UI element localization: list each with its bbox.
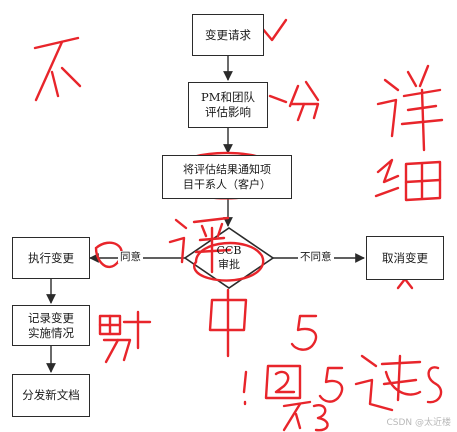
ccb-decision-label: CCB 审批 bbox=[205, 244, 253, 272]
node-change-request: 变更请求 bbox=[192, 14, 264, 56]
edge-label-disagree: 不同意 bbox=[298, 251, 334, 263]
node-distribute-docs: 分发新文档 bbox=[12, 374, 90, 417]
node-pm-assess: PM和团队 评估影响 bbox=[188, 82, 268, 128]
ccb-label-line2: 审批 bbox=[218, 258, 240, 271]
node-notify-stakeholders: 将评估结果通知项 目干系人（客户） bbox=[162, 155, 292, 199]
node-record-change: 记录变更 实施情况 bbox=[12, 305, 90, 346]
node-record-line2: 实施情况 bbox=[28, 325, 74, 340]
node-change-request-label: 变更请求 bbox=[205, 27, 251, 42]
node-notify-line1: 将评估结果通知项 bbox=[183, 163, 271, 176]
handwritten-annotations bbox=[33, 18, 444, 432]
node-cancel-change: 取消变更 bbox=[366, 236, 444, 280]
node-execute-change-label: 执行变更 bbox=[28, 250, 74, 265]
watermark: CSDN @太近楼 bbox=[386, 418, 451, 428]
edge-label-agree: 同意 bbox=[118, 251, 143, 263]
node-cancel-change-label: 取消变更 bbox=[382, 250, 428, 265]
node-record-line1: 记录变更 bbox=[28, 310, 74, 325]
ccb-label-line1: CCB bbox=[216, 244, 242, 257]
node-notify-line2: 目干系人（客户） bbox=[183, 178, 271, 191]
node-distribute-docs-label: 分发新文档 bbox=[22, 388, 80, 402]
node-pm-assess-line1: PM和团队 bbox=[200, 90, 255, 104]
node-execute-change: 执行变更 bbox=[12, 237, 90, 279]
ccb-decision-diamond bbox=[183, 227, 275, 289]
node-pm-assess-line2: 评估影响 bbox=[205, 105, 251, 119]
